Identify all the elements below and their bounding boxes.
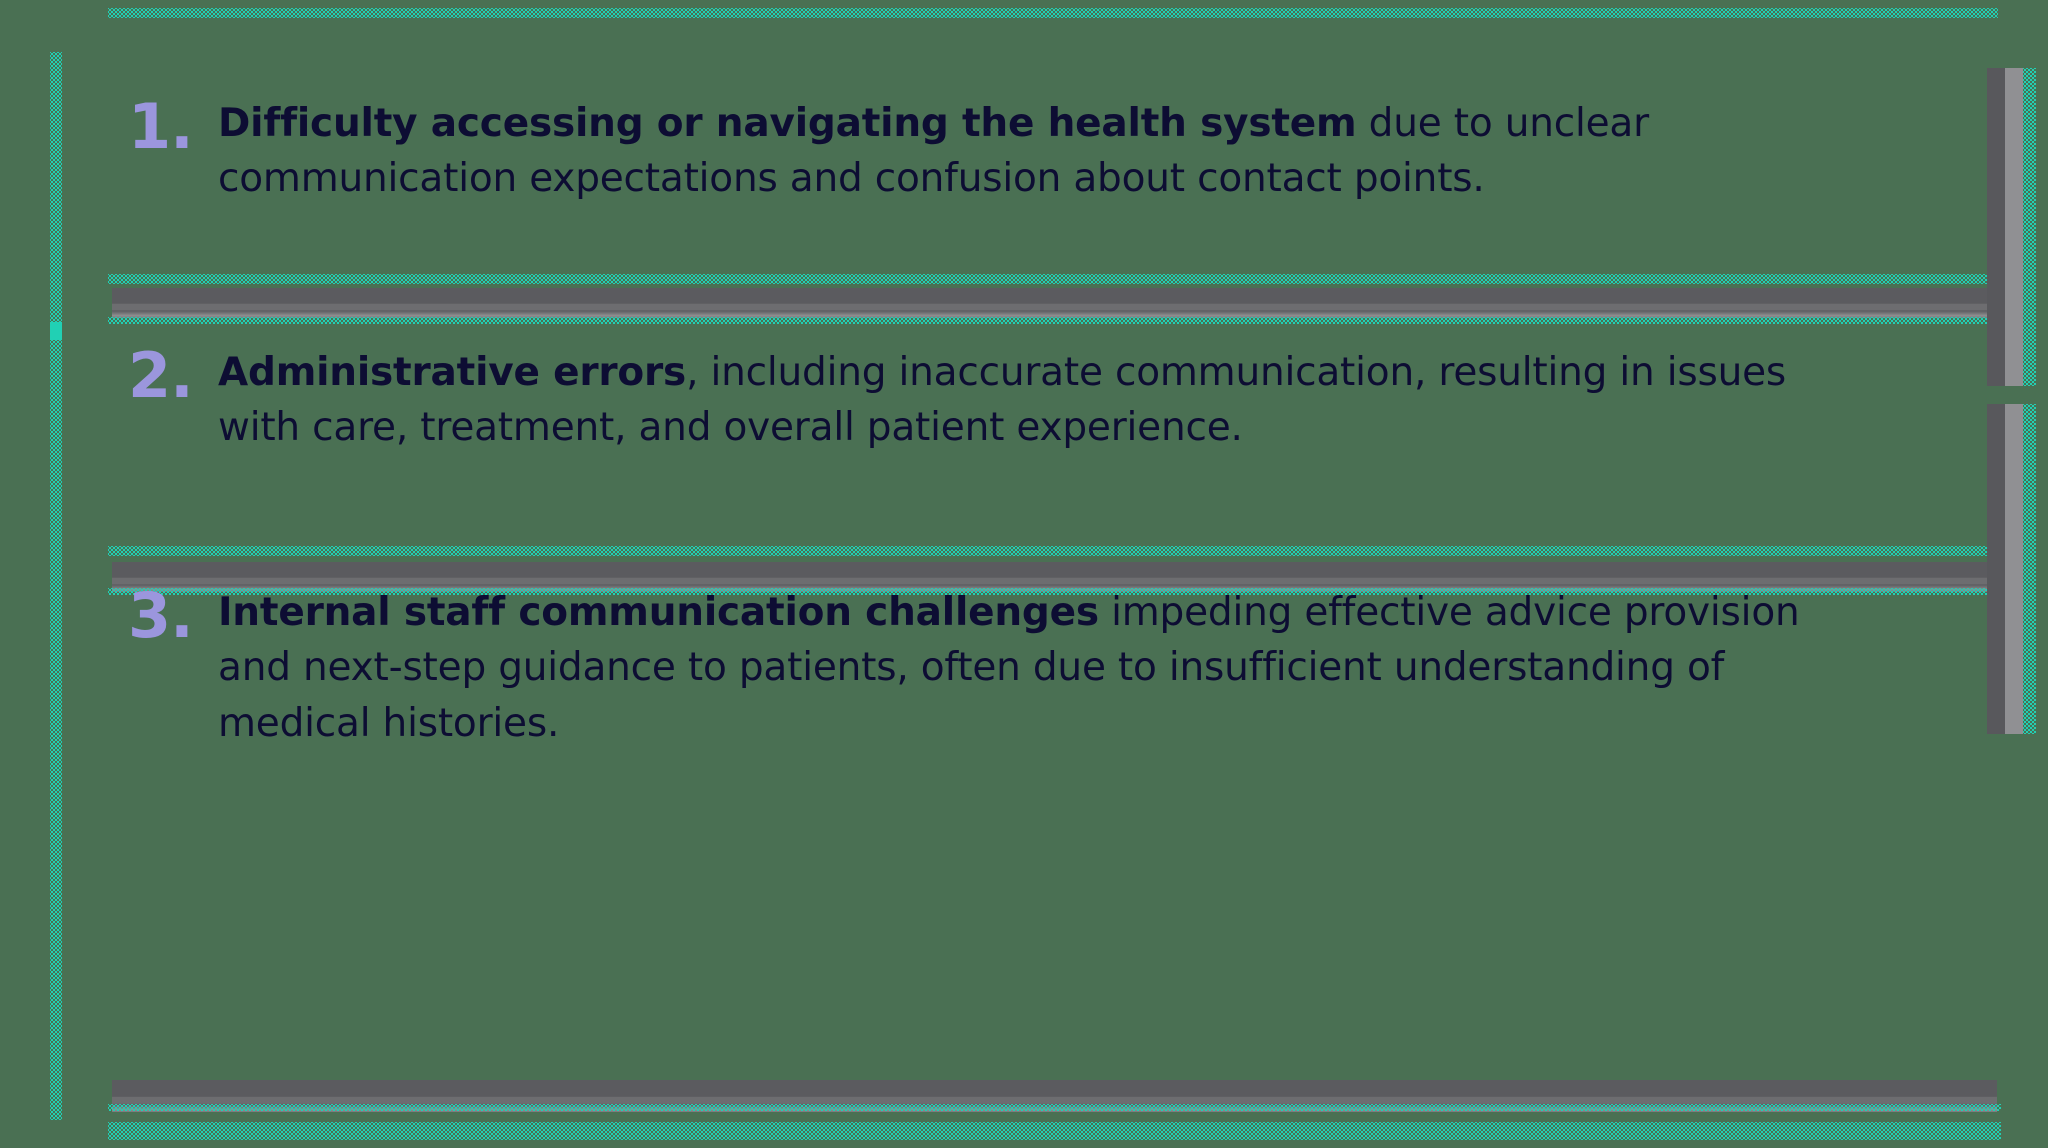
list-item-lead: Difficulty accessing or navigating the h… — [218, 101, 1357, 146]
list-item-text: Administrative errors, including inaccur… — [218, 345, 1810, 456]
list-item-text: Difficulty accessing or navigating the h… — [218, 96, 1810, 207]
list-item: 1. Difficulty accessing or navigating th… — [110, 96, 1810, 207]
list-item-lead: Internal staff communication challenges — [218, 590, 1099, 635]
list-item-number: 1. — [128, 90, 194, 163]
list-item-number: 2. — [128, 339, 194, 412]
list-item: 2. Administrative errors, including inac… — [110, 345, 1810, 456]
list-item-rest: impeding effective advice provision and … — [218, 590, 1800, 746]
list-item-text: Internal staff communication challenges … — [218, 585, 1810, 751]
list-item-number: 3. — [128, 579, 194, 652]
list-item: 3. Internal staff communication challeng… — [110, 585, 1810, 751]
list-item-rest: due to unclear communication expectation… — [218, 101, 1649, 202]
list-item-lead: Administrative errors — [218, 350, 687, 395]
list-item-rest: , including inaccurate communication, re… — [218, 350, 1787, 451]
